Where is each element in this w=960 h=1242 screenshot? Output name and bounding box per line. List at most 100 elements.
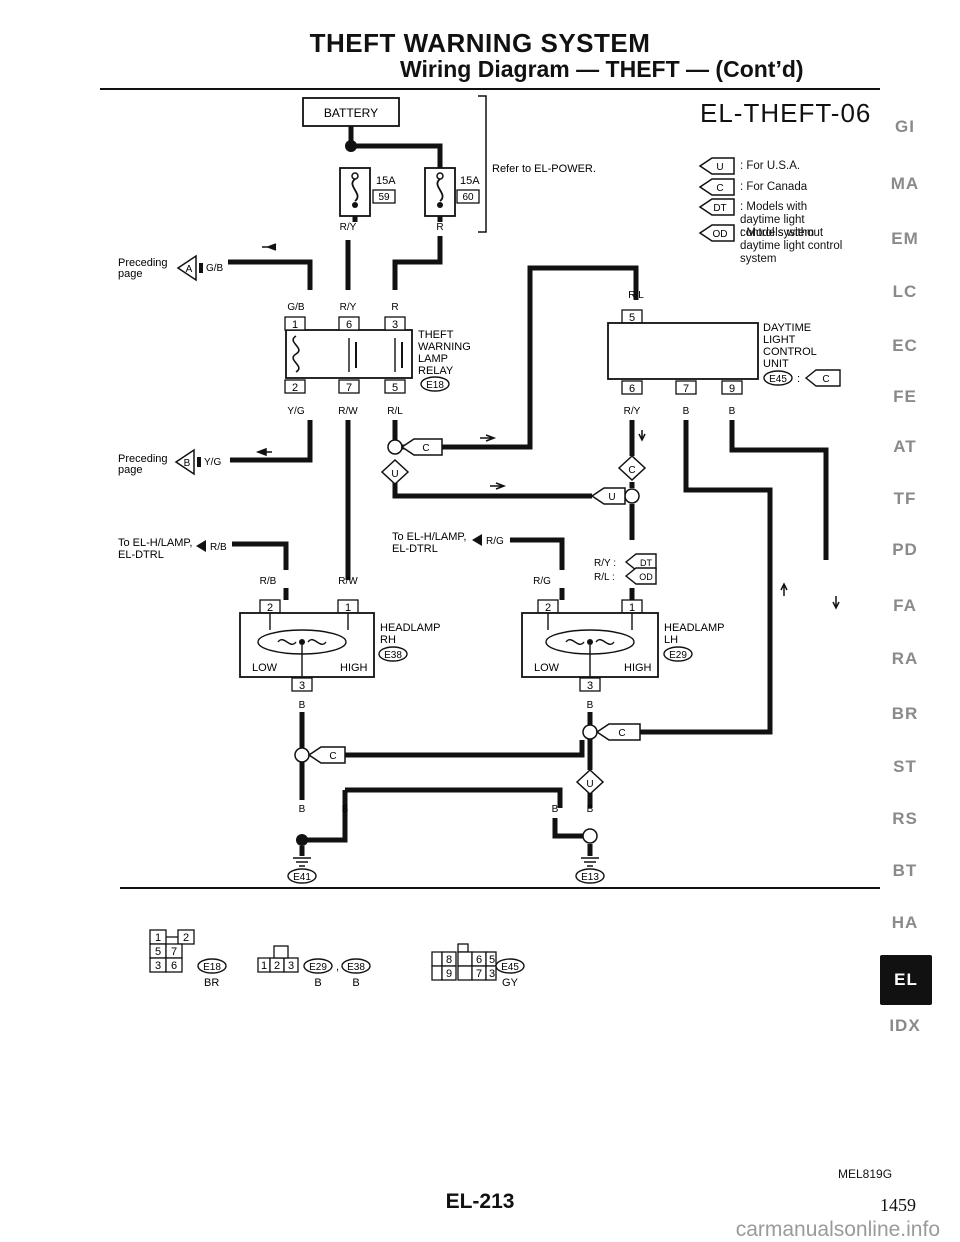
svg-text:B: B	[683, 406, 690, 417]
svg-text:E41: E41	[293, 872, 311, 883]
svg-text:7: 7	[171, 946, 177, 958]
tab-ma[interactable]: MA	[890, 174, 920, 193]
svg-text:B: B	[184, 458, 191, 469]
connector-e29-view	[257, 945, 299, 973]
svg-text:HIGH: HIGH	[340, 662, 368, 674]
dtrl-box	[607, 322, 759, 380]
svg-text:LOW: LOW	[534, 662, 560, 674]
tab-st[interactable]: ST	[893, 757, 917, 776]
svg-text:LIGHT: LIGHT	[763, 334, 796, 346]
svg-text:E38: E38	[347, 962, 365, 973]
svg-text:R/L :: R/L :	[594, 572, 615, 583]
svg-text:DAYTIME: DAYTIME	[763, 322, 811, 334]
tab-ha[interactable]: HA	[891, 913, 919, 932]
connector-e18-view	[149, 929, 195, 973]
svg-text:R/Y :: R/Y :	[594, 558, 616, 569]
svg-text:1: 1	[292, 319, 298, 331]
svg-text:LOW: LOW	[252, 662, 278, 674]
tab-tf[interactable]: TF	[893, 489, 917, 508]
svg-text:R/Y: R/Y	[340, 222, 357, 233]
svg-text:9: 9	[446, 968, 452, 980]
svg-text:E29: E29	[309, 962, 327, 973]
tab-em[interactable]: EM	[891, 229, 919, 248]
svg-text:B: B	[352, 977, 359, 989]
refer-label: Refer to EL-POWER.	[492, 163, 596, 175]
svg-text:Y/G: Y/G	[287, 406, 304, 417]
diagram-code: EL-THEFT-06	[700, 98, 872, 128]
svg-text:3: 3	[587, 680, 593, 692]
svg-text:C: C	[628, 465, 635, 476]
svg-text:6: 6	[476, 954, 482, 966]
figure-code: MEL819G	[838, 1167, 893, 1181]
svg-text:R: R	[436, 222, 443, 233]
svg-text:HEADLAMP: HEADLAMP	[380, 622, 441, 634]
svg-text:page: page	[118, 464, 142, 476]
svg-text:E38: E38	[384, 650, 402, 661]
svg-text:C: C	[329, 751, 336, 762]
svg-text:R/G: R/G	[533, 576, 551, 587]
svg-text:B: B	[342, 804, 349, 815]
connector-e45-view	[431, 943, 497, 981]
tab-ra[interactable]: RA	[891, 649, 919, 668]
svg-text:6: 6	[629, 383, 635, 395]
tab-gi[interactable]: GI	[895, 117, 915, 136]
tab-fe[interactable]: FE	[893, 387, 917, 406]
svg-text:E45: E45	[501, 962, 519, 973]
tab-idx[interactable]: IDX	[889, 1016, 921, 1035]
legend-tag-c: C	[699, 178, 735, 196]
tab-fa[interactable]: FA	[893, 596, 917, 615]
battery-wires	[348, 126, 443, 168]
page-number: EL-213	[445, 1190, 515, 1213]
svg-text:B: B	[299, 804, 306, 815]
svg-text:1: 1	[629, 602, 635, 614]
svg-text:1: 1	[155, 932, 161, 944]
svg-text:OD: OD	[713, 229, 728, 240]
tab-pd[interactable]: PD	[892, 540, 918, 559]
tab-br[interactable]: BR	[891, 704, 919, 723]
svg-text:To EL-H/LAMP,: To EL-H/LAMP,	[392, 531, 466, 543]
tab-at[interactable]: AT	[893, 437, 917, 456]
svg-text:HIGH: HIGH	[624, 662, 652, 674]
tab-rs[interactable]: RS	[892, 809, 918, 828]
svg-text:3: 3	[155, 960, 161, 972]
tab-lc[interactable]: LC	[892, 282, 918, 301]
svg-text:,: ,	[336, 961, 339, 973]
tab-ec[interactable]: EC	[892, 336, 918, 355]
svg-text:2: 2	[274, 960, 280, 972]
svg-text:C: C	[716, 183, 723, 194]
svg-text:To EL-H/LAMP,: To EL-H/LAMP,	[118, 537, 192, 549]
svg-text:U: U	[608, 492, 615, 503]
svg-text:E45: E45	[769, 374, 787, 385]
svg-text:B: B	[587, 804, 594, 815]
sheet-number: 1459	[880, 1195, 916, 1215]
svg-text:2: 2	[267, 602, 273, 614]
svg-text:C: C	[822, 374, 829, 385]
fuse-60-amp: 15A	[460, 175, 480, 187]
tab-el[interactable]: EL	[880, 955, 932, 1005]
svg-text:B: B	[299, 700, 306, 711]
relay-input-wires	[228, 216, 443, 290]
battery-box	[302, 97, 400, 127]
svg-text:R/W: R/W	[338, 406, 358, 417]
legend-tag-u: U	[699, 157, 735, 175]
svg-text:8: 8	[446, 954, 452, 966]
legend-usa: : For U.S.A.	[700, 160, 870, 173]
svg-text:LH: LH	[664, 634, 678, 646]
svg-text:B: B	[552, 804, 559, 815]
svg-text:3: 3	[288, 960, 294, 972]
tab-bt[interactable]: BT	[892, 861, 918, 880]
svg-text:Y/G: Y/G	[204, 457, 221, 468]
battery-label: BATTERY	[324, 106, 378, 120]
svg-text:R/L: R/L	[628, 290, 644, 301]
dtrl-wires	[629, 420, 829, 735]
svg-text:Preceding: Preceding	[118, 453, 168, 465]
svg-text:RELAY: RELAY	[418, 365, 454, 377]
page-subtitle: Wiring Diagram — THEFT — (Cont’d)	[400, 56, 804, 82]
svg-text:LAMP: LAMP	[418, 353, 448, 365]
svg-text:HEADLAMP: HEADLAMP	[664, 622, 725, 634]
svg-text:G/B: G/B	[287, 302, 305, 313]
svg-text:E29: E29	[669, 650, 687, 661]
watermark: carmanualsonline.info	[735, 1218, 940, 1241]
diagram-bottom-rule	[120, 887, 880, 889]
svg-text:DT: DT	[640, 558, 652, 568]
